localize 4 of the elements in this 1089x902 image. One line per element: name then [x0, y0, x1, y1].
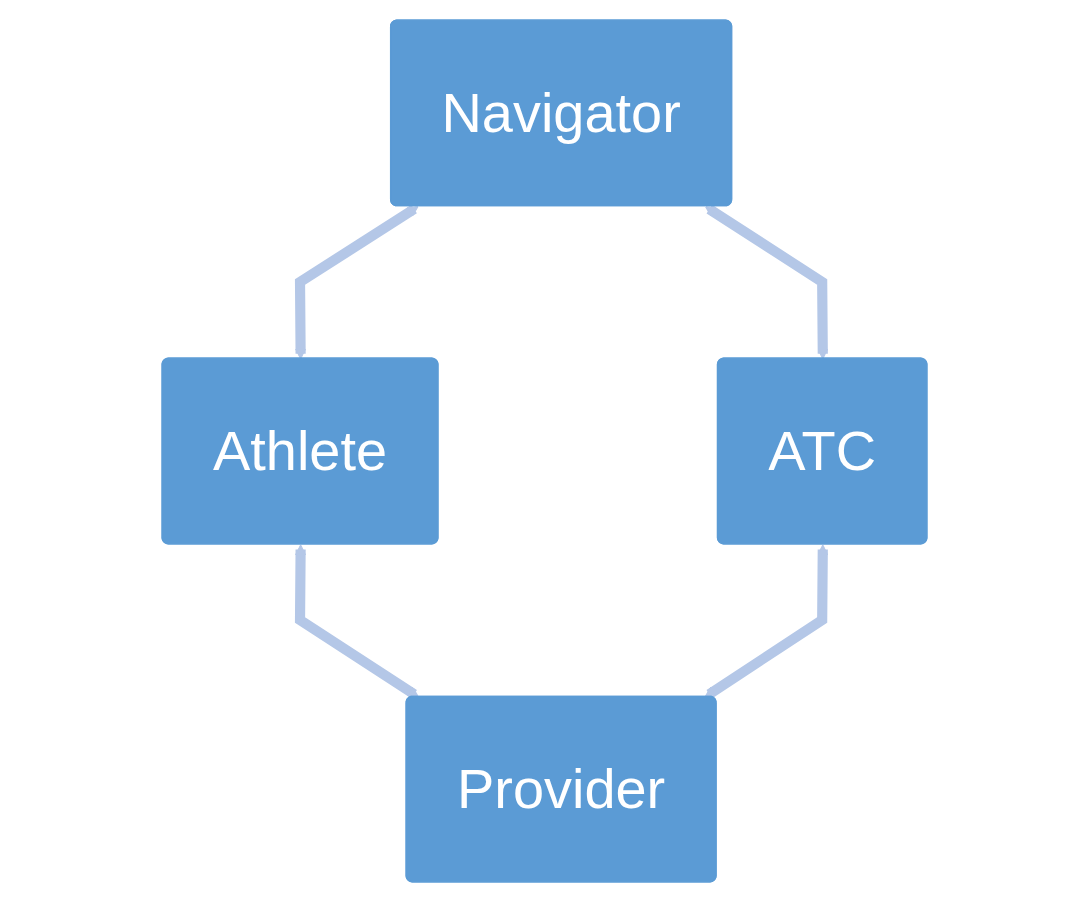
arrow [704, 204, 829, 360]
arrow [294, 204, 419, 360]
arrow [294, 544, 419, 699]
arrow [704, 544, 829, 699]
